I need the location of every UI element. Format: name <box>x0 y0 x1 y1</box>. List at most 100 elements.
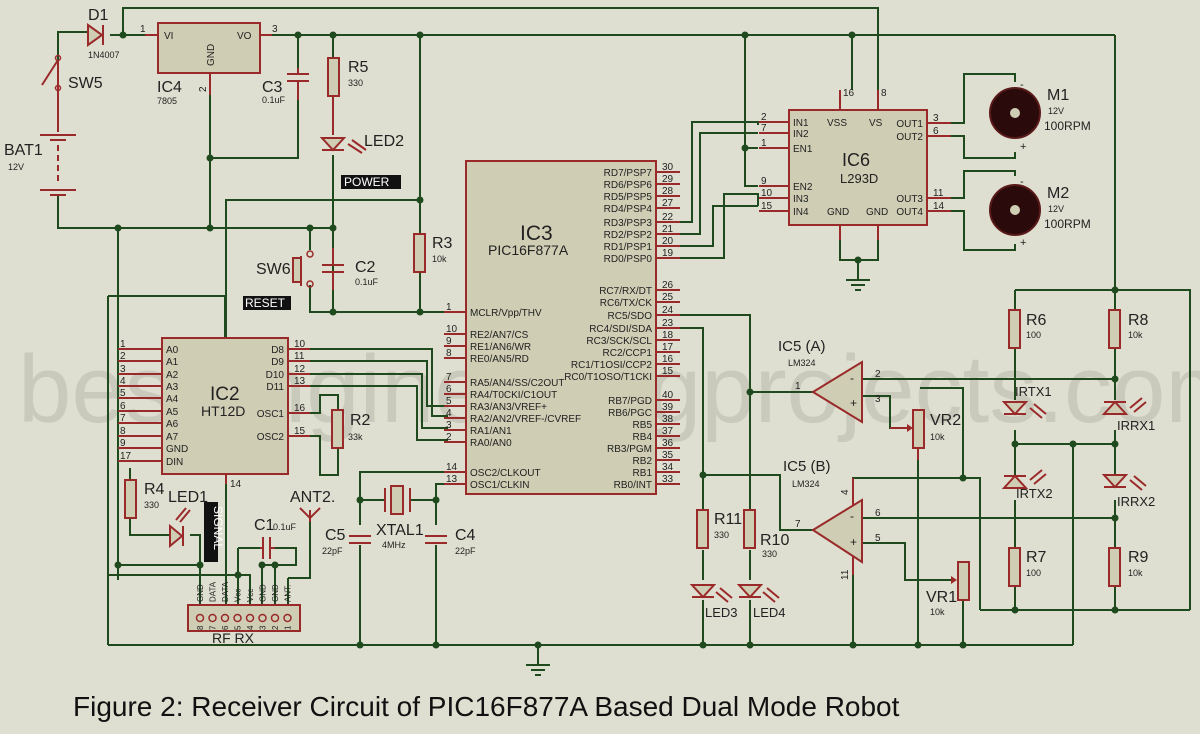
ic2-pin14: 14 <box>230 479 242 490</box>
ic3-pin-name: RD7/PSP7 <box>604 168 653 179</box>
ic3-pin-number: 3 <box>446 420 452 431</box>
r5-label: R5 <box>348 59 369 76</box>
ic3-pin-number: 1 <box>446 302 452 313</box>
ic3-pin-number: 4 <box>446 408 452 419</box>
ic2-pin-name: GND <box>166 444 188 455</box>
bat1-value: 12V <box>8 162 24 172</box>
resistor-r11: R11 330 <box>696 509 742 549</box>
switch-sw5[interactable]: SW5 <box>41 54 103 93</box>
ic3-pin-number: 17 <box>662 342 674 353</box>
r4-value: 330 <box>144 500 159 510</box>
capacitor-c3: C3 0.1uF <box>262 68 309 105</box>
ic4-pin-gnd: GND <box>206 44 217 66</box>
potentiometer-vr2[interactable]: VR2 10k <box>890 409 961 460</box>
rfrx-pin-name: Vcc <box>246 589 255 602</box>
ic4-value: 7805 <box>157 96 177 106</box>
c1-value: 0.1uF <box>273 522 297 532</box>
r7-value: 100 <box>1026 568 1041 578</box>
ir-transmitter-irtx2: IRTX2 <box>1001 469 1053 501</box>
ic6-pin-name: OUT2 <box>896 132 923 143</box>
ic6-pin-name: OUT4 <box>896 207 923 218</box>
ic4-label: IC4 <box>157 79 182 96</box>
ic3-pin-name: RA3/AN3/VREF+ <box>470 402 547 413</box>
ic3-pin-name: RC0/T1OSO/T1CKI <box>564 372 652 383</box>
crystal-xtal1: XTAL1 4MHz <box>376 485 424 550</box>
ic3-pin-number: 35 <box>662 450 674 461</box>
ic5a-pin1: 1 <box>795 381 801 392</box>
rfrx-pin-number: 8 <box>196 625 205 630</box>
ic3-value: PIC16F877A <box>488 242 569 258</box>
ic3-pin-name: RD1/PSP1 <box>604 242 653 253</box>
led-led4: LED4 <box>736 584 786 620</box>
ic2-pin-name: D10 <box>266 370 285 381</box>
led3-label: LED3 <box>705 605 738 620</box>
d1-label: D1 <box>88 7 109 24</box>
ir-receiver-irrx2: IRRX2 <box>1101 474 1155 509</box>
ic2-pin-name: D9 <box>271 357 284 368</box>
m1-minus-sign: - <box>1020 79 1024 91</box>
m2-voltage: 12V <box>1048 204 1064 214</box>
ic3-pin-number: 8 <box>446 348 452 359</box>
ic6-pin-vss: VSS <box>827 118 847 129</box>
rfrx-label: RF RX <box>212 630 255 646</box>
ic3-pin-name: RA4/T0CKI/C1OUT <box>470 390 557 401</box>
ic6-pin-gnd-1: GND <box>827 207 849 218</box>
ic6-label: IC6 <box>842 150 870 170</box>
battery-bat1: BAT1 12V <box>4 60 76 196</box>
ic2-pin-number: 3 <box>120 364 126 375</box>
ic3-pin-name: RD6/PSP6 <box>604 180 653 191</box>
m2-speed: 100RPM <box>1044 217 1091 231</box>
ir-receiver-irrx1: IRRX1 <box>1101 397 1155 433</box>
ic3-pin-number: 24 <box>662 305 674 316</box>
microcontroller-ic3: IC3 PIC16F877A 1MCLR/Vpp/THV10RE2/AN7/CS… <box>444 160 680 495</box>
ic3-pin-name: RA1/AN1 <box>470 426 512 437</box>
c3-value: 0.1uF <box>262 95 286 105</box>
ic3-pin-name: RA2/AN2/VREF-/CVREF <box>470 414 581 425</box>
c1-label: C1 <box>254 517 275 534</box>
ic3-pin-number: 10 <box>446 324 458 335</box>
ic6-pin-gnd-2: GND <box>866 207 888 218</box>
ic3-pin-number: 23 <box>662 318 674 329</box>
ic3-pin-name: RA5/AN4/SS/C2OUT <box>470 378 564 389</box>
m2-minus-sign: - <box>1020 176 1024 188</box>
switch-sw6[interactable]: SW6 RESET <box>243 250 314 310</box>
ic3-pin-name: RC2/CCP1 <box>603 348 653 359</box>
irrx1-label: IRRX1 <box>1117 418 1155 433</box>
ic5b-pin11: 11 <box>840 569 851 580</box>
ic2-pin-number: 17 <box>120 451 132 462</box>
rfrx-pin-hole <box>233 613 242 623</box>
rfrx-pin-number: 3 <box>259 625 268 630</box>
c2-value: 0.1uF <box>355 277 379 287</box>
wires <box>57 7 1191 665</box>
ic5b-pin7: 7 <box>795 519 801 530</box>
led-led3: LED3 <box>689 584 738 620</box>
resistor-r5: R5 330 <box>327 57 369 135</box>
ic3-pin-number: 9 <box>446 336 452 347</box>
ic3-pin-number: 28 <box>662 186 674 197</box>
resistor-r6: R6 100 <box>1008 309 1047 349</box>
rfrx-pin-name: DATA <box>221 581 230 602</box>
ic2-pin-number: 12 <box>294 364 306 375</box>
ic6-pin-name: IN2 <box>793 129 809 140</box>
c5-label: C5 <box>325 527 346 544</box>
c2-label: C2 <box>355 259 376 276</box>
bat1-label: BAT1 <box>4 142 43 159</box>
c4-value: 22pF <box>455 546 476 556</box>
ic6-pin-number: 10 <box>761 188 773 199</box>
vr1-label: VR1 <box>926 589 957 606</box>
junctions <box>114 31 1119 649</box>
reset-tag: RESET <box>245 296 286 310</box>
ic2-label: IC2 <box>210 384 240 405</box>
ic3-pin-name: RD0/PSP0 <box>604 254 653 265</box>
c5-value: 22pF <box>322 546 343 556</box>
ic3-pin-number: 37 <box>662 426 674 437</box>
vr2-value: 10k <box>930 432 945 442</box>
capacitor-c2: C2 0.1uF <box>322 248 379 290</box>
potentiometer-vr1[interactable]: VR1 10k <box>926 561 970 617</box>
ic3-pin-number: 27 <box>662 198 674 209</box>
rfrx-pin-hole <box>283 613 292 623</box>
ic6-pin-name: IN3 <box>793 194 809 205</box>
